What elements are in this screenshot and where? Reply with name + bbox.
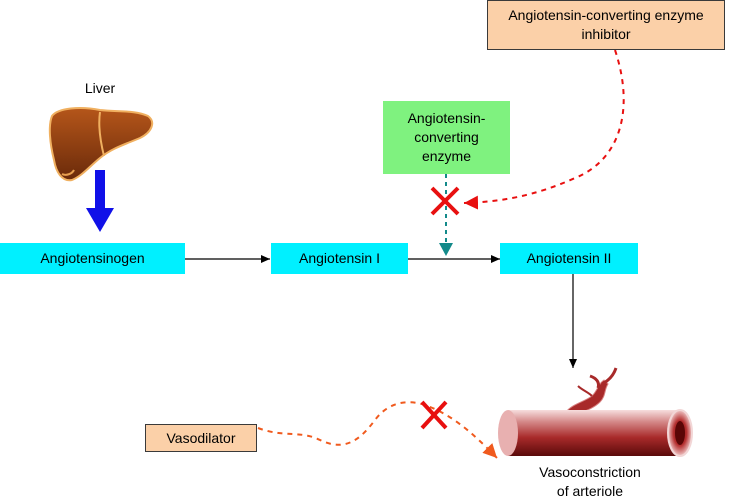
vasodilator-label: Vasodilator bbox=[166, 429, 236, 446]
block-x-icon bbox=[420, 400, 448, 430]
angiotensinogen-label: Angiotensinogen bbox=[40, 250, 145, 266]
ace-inhibitor-box: Angiotensin-converting enzyme inhibitor bbox=[487, 0, 725, 50]
ace-inhibitor-label: Angiotensin-converting enzyme inhibitor bbox=[508, 7, 704, 42]
outcome-label: Vasoconstriction of arteriole bbox=[539, 464, 641, 499]
ace-label: Angiotensin- converting enzyme bbox=[407, 110, 486, 164]
angiotensin-1-label: Angiotensin I bbox=[299, 250, 380, 266]
angiotensin-2-label: Angiotensin II bbox=[526, 250, 612, 266]
ace-to-conversion-arrow bbox=[439, 174, 453, 256]
arteriole-icon bbox=[498, 367, 693, 457]
liver-icon bbox=[48, 107, 154, 182]
angiotensin-1-box: Angiotensin I bbox=[271, 243, 408, 274]
ace-box: Angiotensin- converting enzyme bbox=[383, 101, 510, 174]
vasodilator-to-arteriole-arrow bbox=[257, 401, 498, 459]
angiotensinogen-box: Angiotensinogen bbox=[0, 243, 185, 274]
liver-to-angiotensinogen-arrow bbox=[86, 170, 114, 232]
vasodilator-box: Vasodilator bbox=[145, 424, 257, 452]
liver-label: Liver bbox=[84, 80, 116, 96]
block-x-icon bbox=[430, 186, 460, 216]
angiotensin-2-box: Angiotensin II bbox=[500, 243, 638, 274]
